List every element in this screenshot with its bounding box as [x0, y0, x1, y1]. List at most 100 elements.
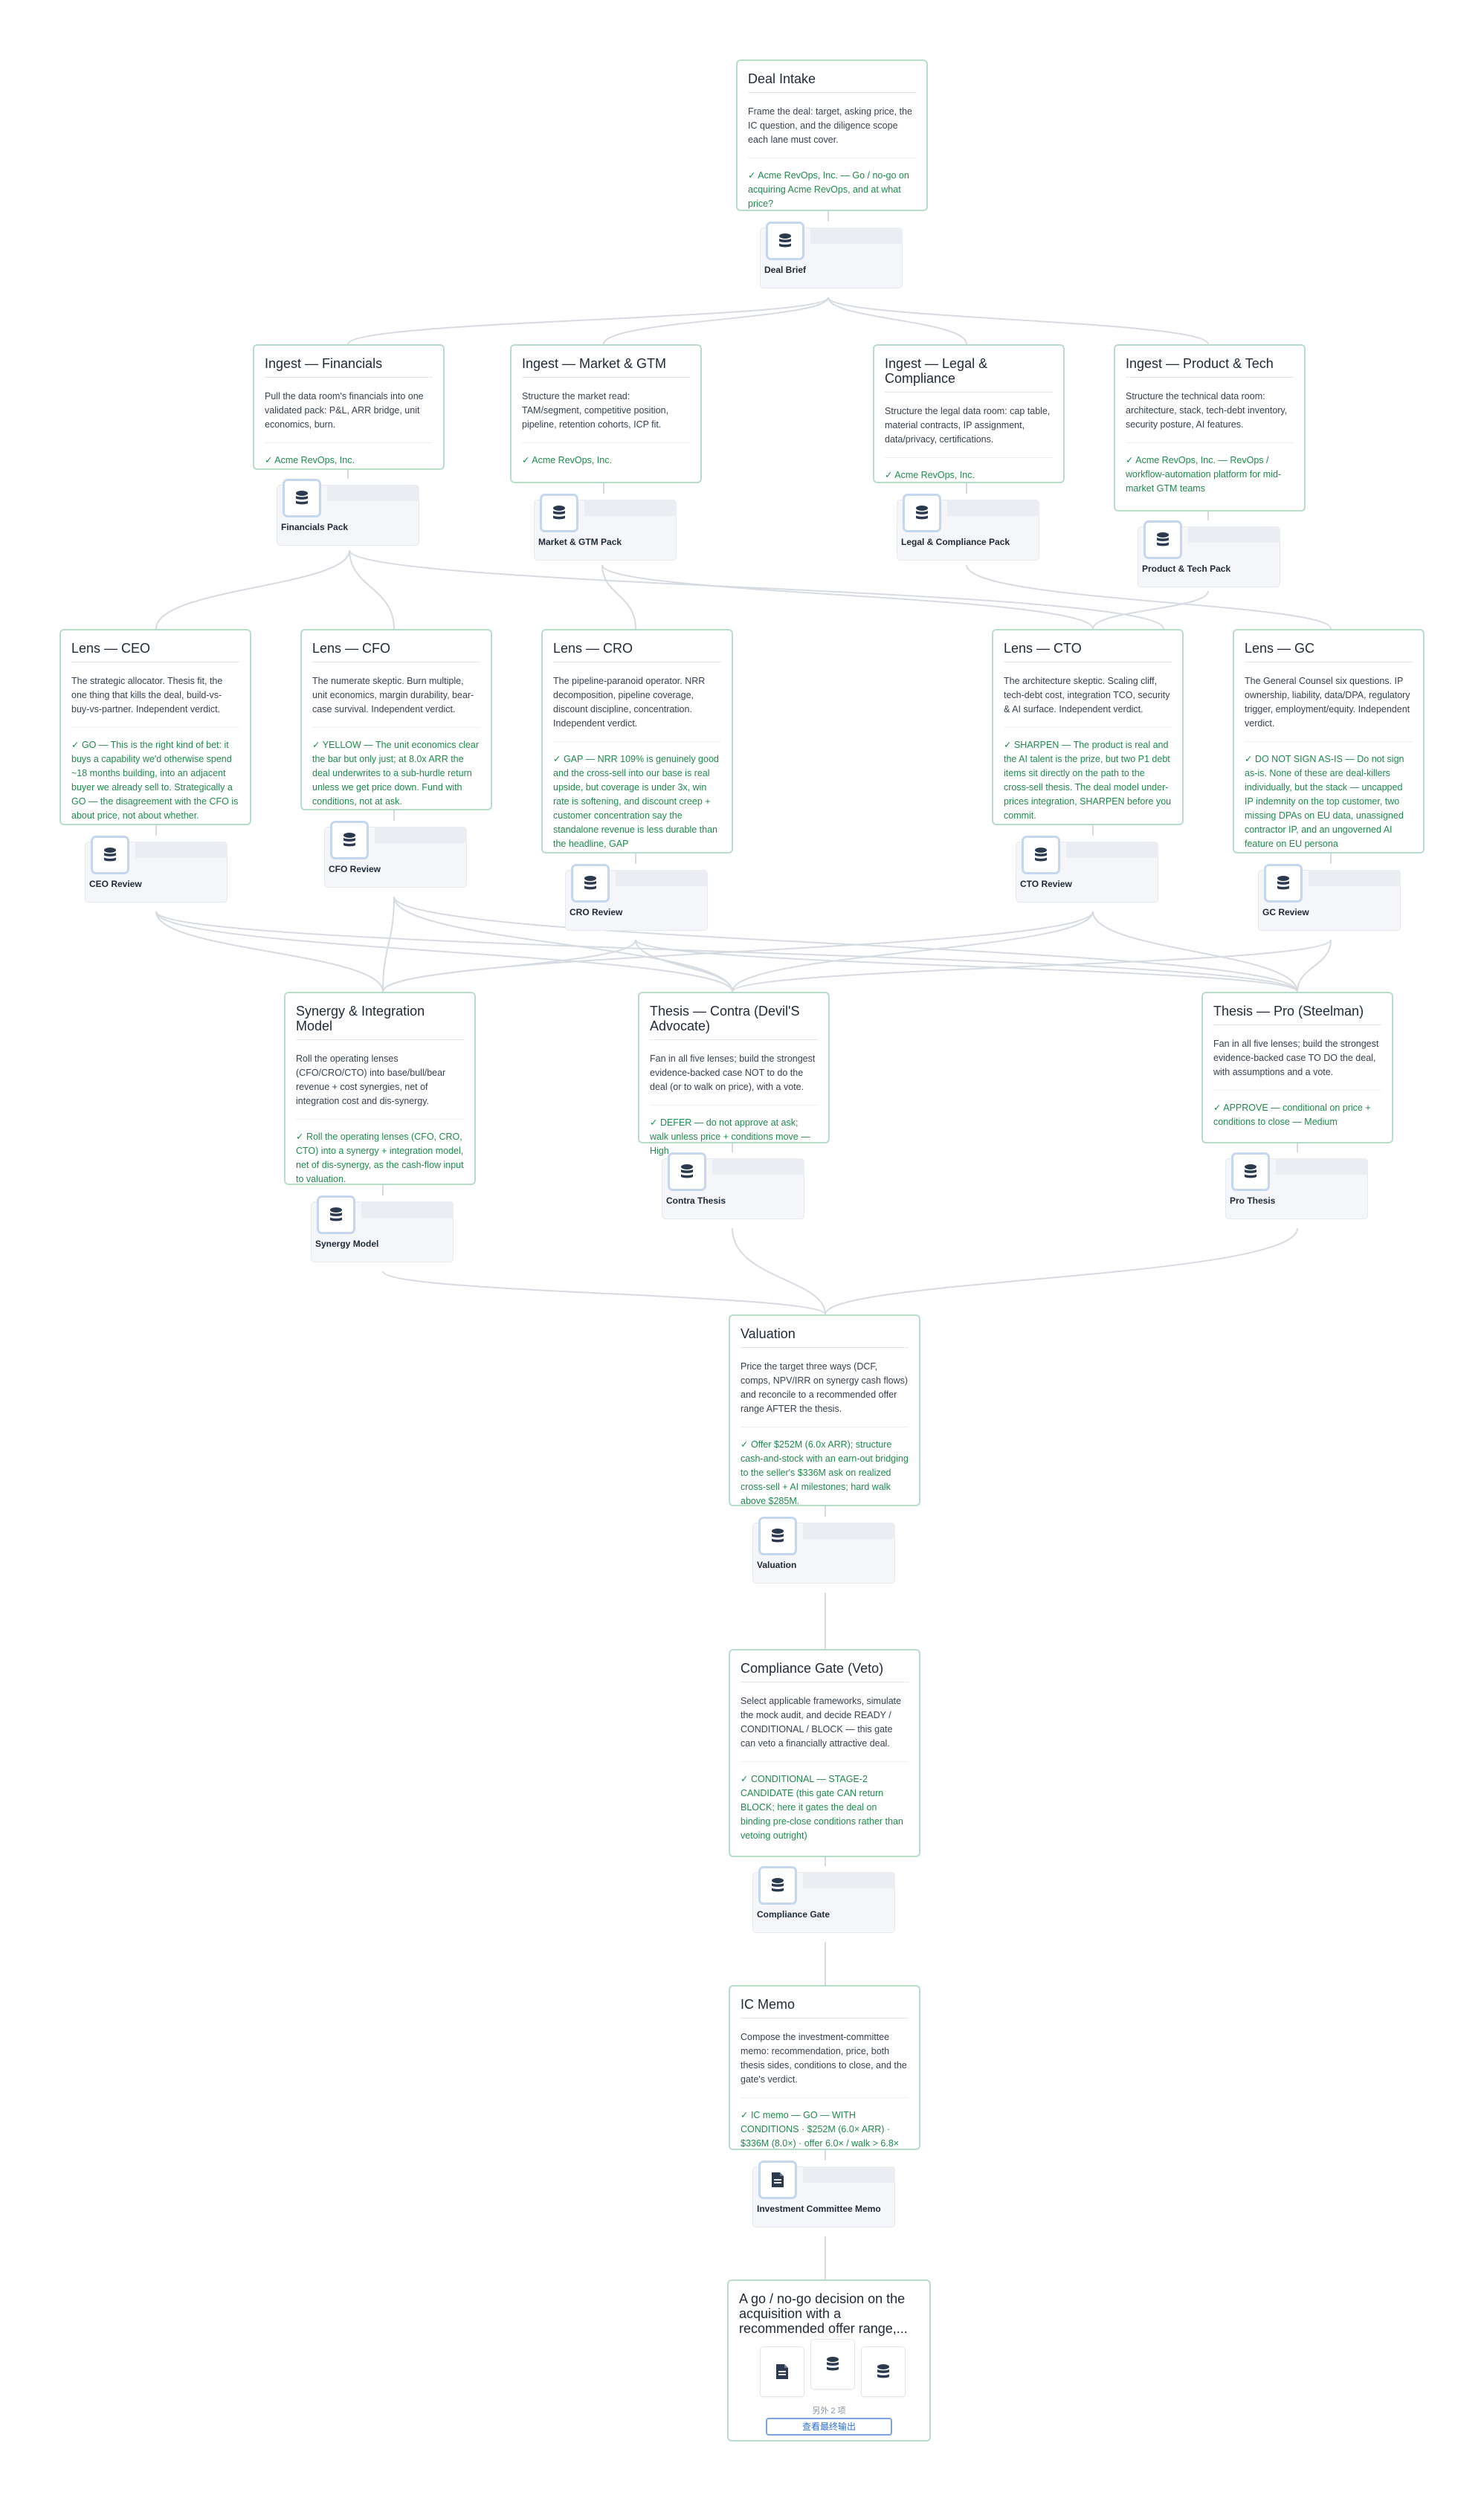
node-ic-memo[interactable]: IC Memo Compose the investment-committee… — [729, 1985, 920, 2150]
node-result: ✓ Acme RevOps, Inc. — [265, 442, 433, 468]
node-title: Lens — CRO — [553, 641, 721, 662]
artifact-product-tech-pack[interactable]: Product & Tech Pack — [1138, 520, 1280, 587]
node-lens-gc[interactable]: Lens — GC The General Counsel six questi… — [1233, 629, 1425, 853]
node-deal-intake[interactable]: Deal Intake Frame the deal: target, aski… — [736, 59, 928, 211]
artifact-cro-review[interactable]: CRO Review — [565, 864, 708, 931]
node-result: ✓ GAP — NRR 109% is genuinely good and t… — [553, 741, 721, 851]
artifact-label: Financials Pack — [281, 522, 349, 532]
artifact-label: Synergy Model — [315, 1239, 379, 1249]
node-result: ✓ APPROVE — conditional on price + condi… — [1213, 1090, 1381, 1129]
artifact-label: Pro Thesis — [1230, 1195, 1276, 1206]
artifact-pro-thesis[interactable]: Pro Thesis — [1225, 1152, 1368, 1219]
artifact-label: GC Review — [1262, 907, 1309, 917]
node-title: Lens — CTO — [1004, 641, 1172, 662]
database-icon — [1143, 520, 1182, 559]
node-description: Compose the investment-committee memo: r… — [741, 2032, 907, 2085]
node-synergy-integration[interactable]: Synergy & Integration Model Roll the ope… — [284, 992, 476, 1185]
document-icon — [758, 2160, 797, 2199]
node-valuation[interactable]: Valuation Price the target three ways (D… — [729, 1314, 920, 1506]
node-title: Lens — CFO — [312, 641, 480, 662]
artifact-compliance-gate[interactable]: Compliance Gate — [752, 1866, 895, 1933]
node-result: ✓ Acme RevOps, Inc. — [885, 457, 1053, 483]
node-title: Compliance Gate (Veto) — [741, 1661, 909, 1682]
document-icon — [760, 2346, 804, 2397]
node-lens-cto[interactable]: Lens — CTO The architecture skeptic. Sca… — [992, 629, 1184, 825]
artifact-label: CRO Review — [570, 907, 623, 917]
node-description: Pull the data room's financials into one… — [265, 391, 424, 430]
node-description: Select applicable frameworks, simulate t… — [741, 1696, 902, 1749]
database-icon — [571, 864, 610, 903]
artifact-label: Compliance Gate — [757, 1909, 830, 1920]
artifact-investment-committee-memo[interactable]: Investment Committee Memo — [752, 2160, 895, 2227]
node-compliance-gate[interactable]: Compliance Gate (Veto) Select applicable… — [729, 1649, 920, 1857]
node-result: ✓ GO — This is the right kind of bet: it… — [71, 727, 239, 823]
database-icon — [317, 1195, 355, 1234]
node-description: The strategic allocator. Thesis fit, the… — [71, 676, 223, 714]
artifact-gc-review[interactable]: GC Review — [1258, 864, 1401, 931]
node-ingest-product-tech[interactable]: Ingest — Product & Tech Structure the te… — [1114, 344, 1306, 512]
artifact-label: CFO Review — [329, 864, 381, 874]
database-icon — [810, 2339, 855, 2389]
node-lens-ceo[interactable]: Lens — CEO The strategic allocator. Thes… — [59, 629, 251, 825]
artifact-label: Legal & Compliance Pack — [901, 537, 1010, 547]
node-thesis-contra[interactable]: Thesis — Contra (Devil'S Advocate) Fan i… — [638, 992, 830, 1156]
database-icon — [903, 494, 941, 532]
more-items-count: 另外 2 项 — [812, 2407, 846, 2416]
node-result: ✓ Acme RevOps, Inc. — [522, 442, 690, 468]
artifact-cfo-review[interactable]: CFO Review — [324, 821, 467, 888]
artifact-valuation[interactable]: Valuation — [752, 1517, 895, 1584]
node-description: The General Counsel six questions. IP ow… — [1245, 676, 1410, 729]
artifact-label: Market & GTM Pack — [538, 537, 622, 547]
node-description: Structure the technical data room: archi… — [1126, 391, 1288, 430]
node-title: Ingest — Financials — [265, 356, 433, 378]
artifact-financials-pack[interactable]: Financials Pack — [277, 479, 419, 546]
database-icon — [330, 821, 369, 859]
database-icon — [540, 494, 578, 532]
node-ingest-financials[interactable]: Ingest — Financials Pull the data room's… — [253, 344, 445, 470]
node-result: ✓ DO NOT SIGN AS-IS — Do not sign as-is.… — [1245, 741, 1413, 851]
database-icon — [1231, 1152, 1270, 1191]
final-output-card[interactable]: A go / no-go decision on the acquisition… — [727, 2279, 931, 2442]
artifact-label: Product & Tech Pack — [1142, 564, 1231, 574]
artifact-legal-compliance-pack[interactable]: Legal & Compliance Pack — [897, 494, 1039, 561]
node-description: Fan in all five lenses; build the strong… — [1213, 1039, 1379, 1077]
artifact-contra-thesis[interactable]: Contra Thesis — [662, 1152, 804, 1219]
node-description: Frame the deal: target, asking price, th… — [748, 106, 912, 145]
artifact-label: Contra Thesis — [666, 1195, 726, 1206]
node-lens-cro[interactable]: Lens — CRO The pipeline-paranoid operato… — [541, 629, 733, 853]
node-title: Lens — CEO — [71, 641, 239, 662]
node-result: ✓ YELLOW — The unit economics clear the … — [312, 727, 480, 809]
node-result: ✓ Acme RevOps, Inc. — RevOps / workflow-… — [1126, 442, 1294, 496]
node-title: Deal Intake — [748, 71, 916, 93]
artifact-deal-brief[interactable]: Deal Brief — [760, 222, 903, 288]
node-description: Structure the market read: TAM/segment, … — [522, 391, 669, 430]
artifact-cto-review[interactable]: CTO Review — [1016, 836, 1158, 903]
node-title: Lens — GC — [1245, 641, 1413, 662]
node-description: The architecture skeptic. Scaling cliff,… — [1004, 676, 1170, 714]
node-result: ✓ SHARPEN — The product is real and the … — [1004, 727, 1172, 823]
artifact-label: Investment Committee Memo — [757, 2204, 881, 2214]
node-title: Synergy & Integration Model — [296, 1004, 464, 1040]
node-description: The numerate skeptic. Burn multiple, uni… — [312, 676, 474, 714]
node-description: Fan in all five lenses; build the strong… — [650, 1053, 816, 1092]
node-title: Valuation — [741, 1326, 909, 1348]
final-output-icons — [760, 2339, 906, 2397]
database-icon — [91, 836, 129, 874]
database-icon — [861, 2346, 906, 2397]
final-output-title: A go / no-go decision on the acquisition… — [739, 2291, 908, 2336]
node-result: ✓ Roll the operating lenses (CFO, CRO, C… — [296, 1119, 464, 1187]
node-description: Structure the legal data room: cap table… — [885, 406, 1051, 445]
database-icon — [1264, 864, 1303, 903]
node-ingest-market-gtm[interactable]: Ingest — Market & GTM Structure the mark… — [510, 344, 702, 483]
artifact-synergy-model[interactable]: Synergy Model — [311, 1195, 454, 1262]
node-result: ✓ Offer $252M (6.0x ARR); structure cash… — [741, 1427, 909, 1508]
node-thesis-pro[interactable]: Thesis — Pro (Steelman) Fan in all five … — [1201, 992, 1393, 1143]
view-final-output-button[interactable]: 查看最终输出 — [766, 2418, 892, 2436]
node-ingest-legal-compliance[interactable]: Ingest — Legal & Compliance Structure th… — [873, 344, 1065, 483]
node-lens-cfo[interactable]: Lens — CFO The numerate skeptic. Burn mu… — [300, 629, 492, 810]
database-icon — [1022, 836, 1060, 874]
node-result: ✓ DEFER — do not approve at ask; walk un… — [650, 1105, 818, 1158]
artifact-market-gtm-pack[interactable]: Market & GTM Pack — [534, 494, 677, 561]
artifact-ceo-review[interactable]: CEO Review — [85, 836, 228, 903]
